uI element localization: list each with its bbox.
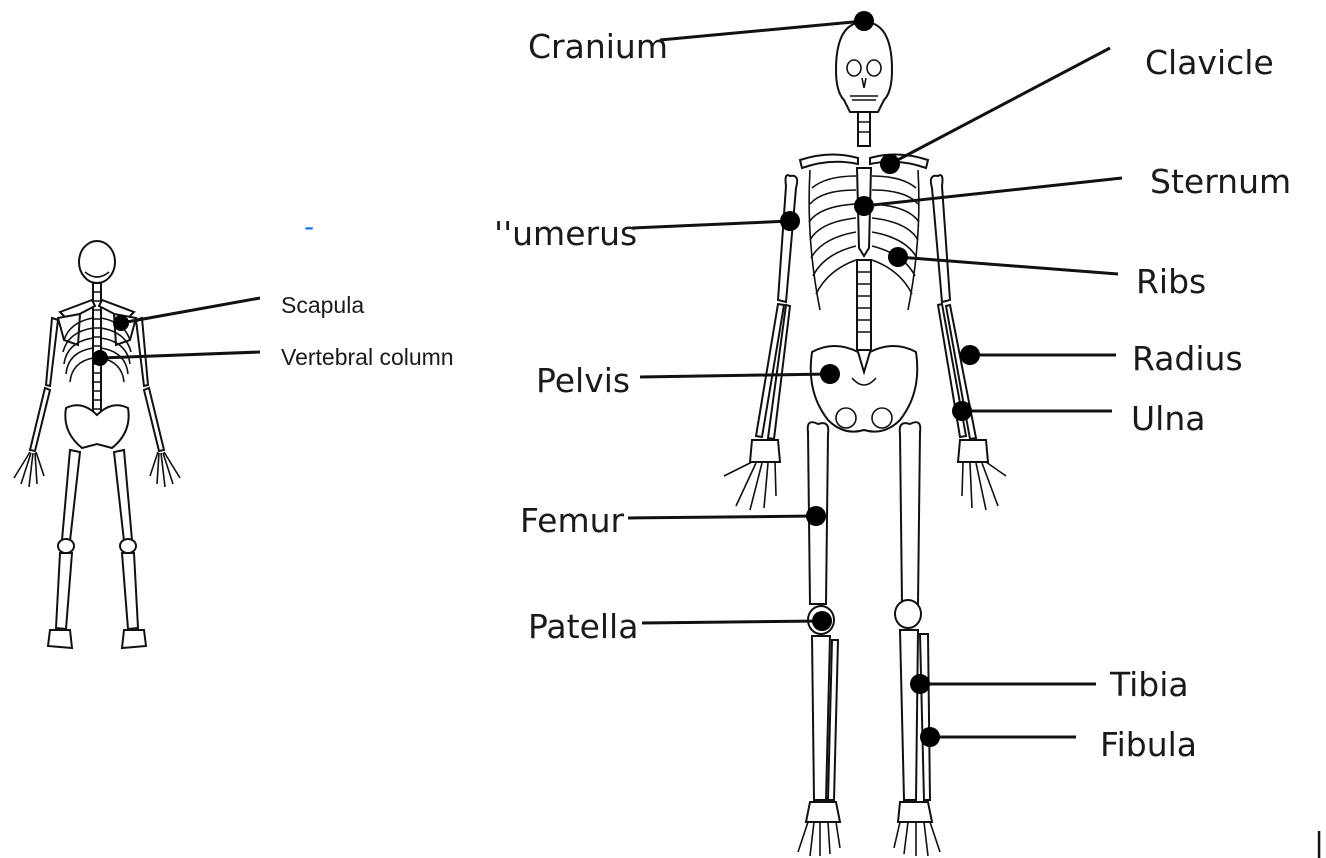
patella-label: Patella	[528, 607, 638, 646]
feet	[798, 802, 940, 856]
pelvis-label: Pelvis	[536, 361, 630, 400]
pelvis	[811, 346, 918, 432]
clavicle-label: Clavicle	[1145, 43, 1274, 82]
tibia-label: Tibia	[1109, 665, 1189, 704]
ribs-label: Ribs	[1136, 262, 1206, 301]
posterior-skeleton	[14, 241, 260, 648]
stray-dash-mark: -	[304, 210, 314, 243]
sternum-label: Sternum	[1150, 162, 1291, 201]
ulna-label: Ulna	[1131, 399, 1205, 438]
radius-label: Radius	[1132, 339, 1243, 378]
fibula-label: Fibula	[1100, 725, 1197, 764]
cranium-label: Cranium	[528, 27, 668, 66]
hands	[724, 440, 1006, 510]
femur-label: Femur	[520, 501, 625, 540]
scapula-label: Scapula	[281, 292, 364, 318]
skull	[836, 22, 892, 112]
stray-edge-mark: |	[1314, 827, 1324, 858]
vertebral-column-label: Vertebral column	[281, 344, 454, 370]
anterior-skeleton	[628, 11, 1122, 856]
humerus-label: ''umerus	[494, 214, 637, 253]
lumbar-spine	[857, 260, 871, 350]
